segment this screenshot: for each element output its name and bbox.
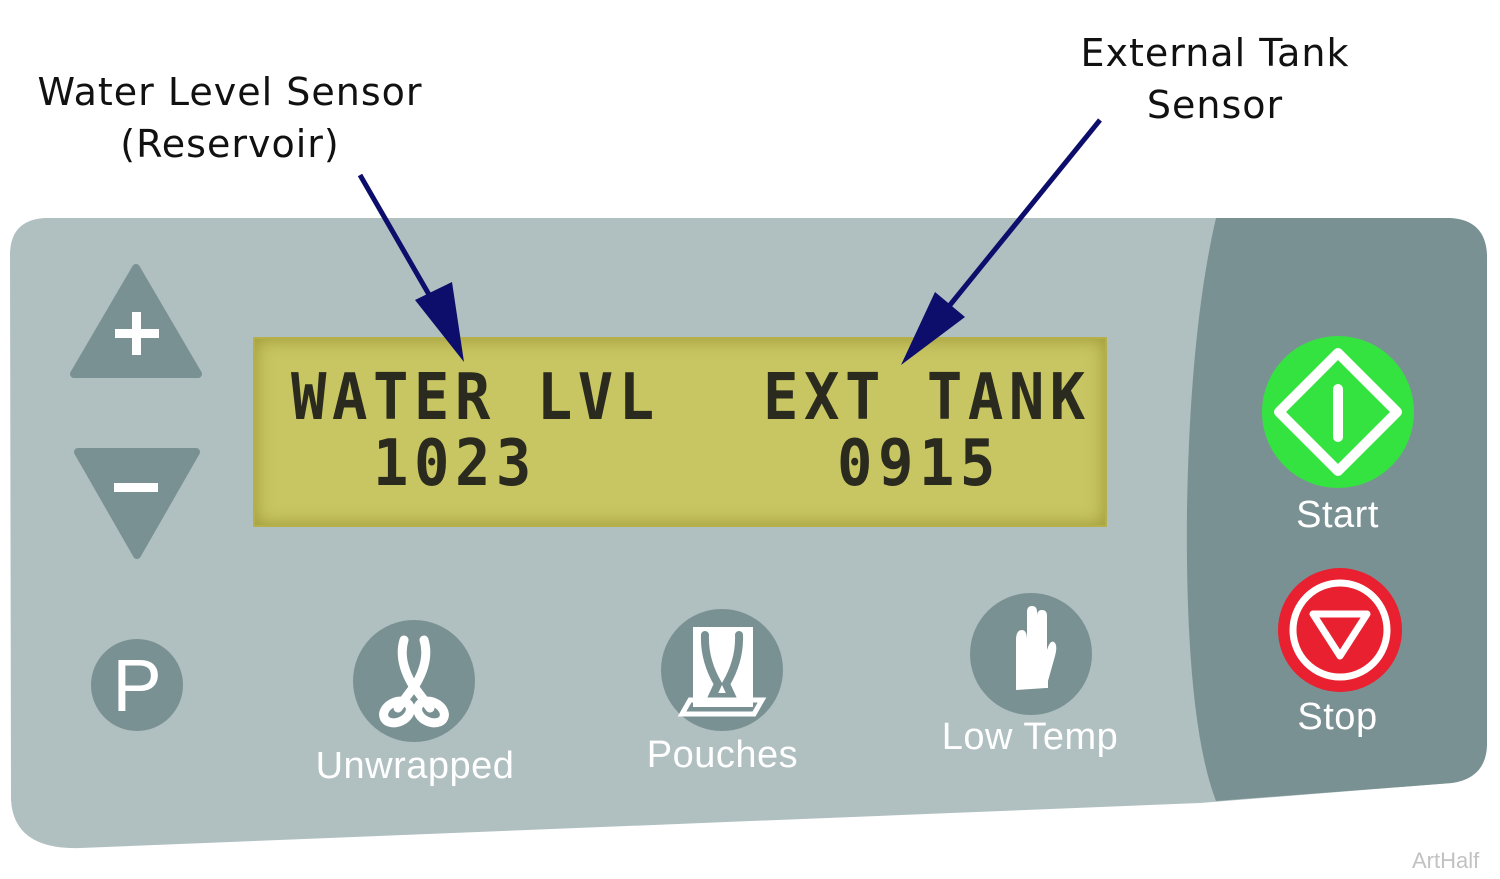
pouches-button[interactable]	[661, 609, 783, 731]
ext-tank-label: EXT TANK	[763, 361, 1091, 435]
callout-right-line-2: Sensor	[1146, 83, 1284, 127]
water-level-value: 1023	[373, 427, 537, 501]
p-button-label: P	[112, 644, 161, 727]
water-level-label: WATER LVL	[291, 361, 660, 435]
start-icon	[1274, 348, 1402, 476]
lcd-display: WATER LVL 1023 EXT TANK 0915	[253, 337, 1107, 527]
unwrapped-label: Unwrapped	[315, 745, 515, 787]
plus-icon	[115, 312, 159, 355]
pouch-icon	[677, 627, 767, 717]
low-temp-button[interactable]	[970, 593, 1092, 715]
p-button[interactable]: P	[91, 639, 183, 731]
watermark: ArtHalf	[1412, 848, 1480, 873]
scissors-icon	[379, 635, 449, 728]
minus-button[interactable]	[74, 448, 200, 559]
unwrapped-button[interactable]	[353, 620, 475, 742]
right-panel-section	[1186, 218, 1488, 801]
arrow-ext-tank	[901, 118, 1102, 365]
start-label: Start	[1296, 494, 1379, 536]
callout-left-line-1: Water Level Sensor	[37, 70, 423, 114]
plus-button[interactable]	[70, 264, 202, 378]
start-button[interactable]	[1262, 336, 1414, 488]
callout-left-line-2: (Reservoir)	[120, 122, 340, 166]
low-temp-label: Low Temp	[941, 716, 1119, 758]
stop-label: Stop	[1297, 696, 1378, 738]
water-level-sensor-callout: Water Level Sensor (Reservoir)	[30, 66, 430, 170]
glove-icon	[1016, 606, 1057, 690]
arrow-water-level	[357, 173, 464, 362]
pouches-label: Pouches	[646, 734, 799, 776]
callout-right-line-1: External Tank	[1080, 31, 1350, 75]
external-tank-sensor-callout: External Tank Sensor	[1065, 27, 1365, 131]
minus-icon	[114, 483, 158, 492]
stop-icon	[1289, 579, 1391, 681]
stop-button[interactable]	[1278, 568, 1402, 692]
ext-tank-value: 0915	[837, 427, 1001, 501]
